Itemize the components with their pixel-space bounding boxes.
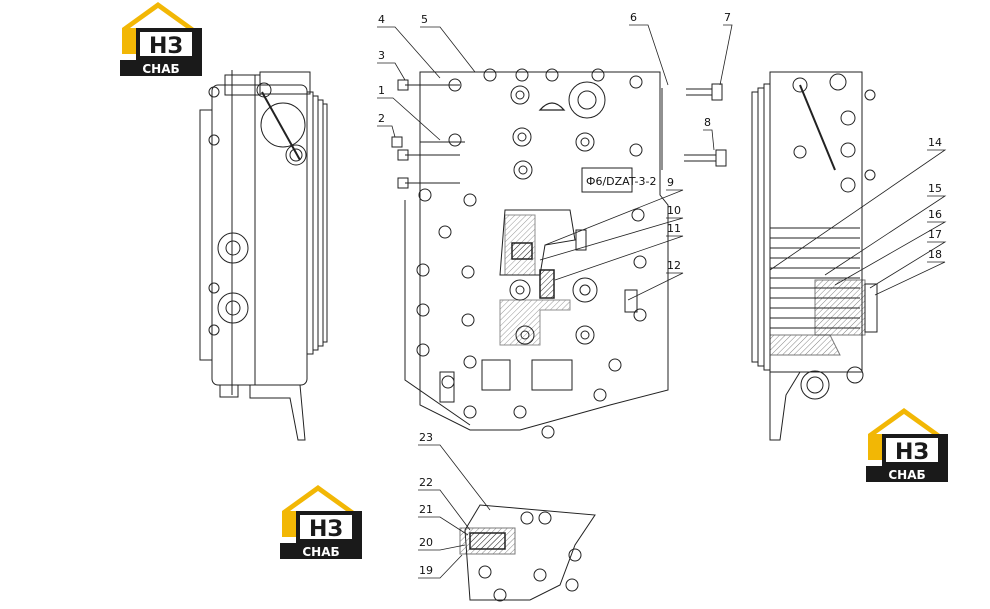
logo-initials: НЗ bbox=[895, 440, 929, 465]
bolt-8 bbox=[684, 149, 727, 167]
callout-10: 10 bbox=[667, 204, 681, 217]
right-side-view bbox=[751, 71, 878, 441]
callout-22: 22 bbox=[419, 476, 433, 489]
logo-word: СНАБ bbox=[888, 468, 925, 482]
left-side-view bbox=[199, 70, 328, 441]
callout-9: 9 bbox=[667, 176, 674, 189]
callout-17: 17 bbox=[928, 228, 942, 241]
callout-3: 3 bbox=[378, 49, 385, 62]
callout-numbers: 4 5 3 1 2 6 7 8 9 10 11 12 14 15 16 17 1… bbox=[378, 11, 942, 577]
callout-18: 18 bbox=[928, 248, 942, 261]
callout-11: 11 bbox=[667, 222, 681, 235]
brand-logo-right: НЗ СНАБ bbox=[866, 408, 948, 482]
callout-16: 16 bbox=[928, 208, 942, 221]
callout-5: 5 bbox=[421, 13, 428, 26]
bolt-7 bbox=[686, 83, 723, 101]
brand-logo-bottom-left: НЗ СНАБ bbox=[280, 485, 362, 559]
logo-word: СНАБ bbox=[142, 62, 179, 76]
center-front-view bbox=[391, 68, 669, 439]
callout-19: 19 bbox=[419, 564, 433, 577]
callout-8: 8 bbox=[704, 116, 711, 129]
callout-7: 7 bbox=[724, 11, 731, 24]
bolt-holes bbox=[416, 68, 647, 439]
callout-21: 21 bbox=[419, 503, 433, 516]
callout-1: 1 bbox=[378, 84, 385, 97]
bottom-detail-view bbox=[459, 504, 596, 602]
logo-initials: НЗ bbox=[309, 517, 343, 542]
callout-4: 4 bbox=[378, 13, 385, 26]
right-cooler-fins bbox=[751, 83, 771, 371]
brand-logo-top-left: НЗ СНАБ bbox=[120, 2, 202, 76]
callout-15: 15 bbox=[928, 182, 942, 195]
logo-word: СНАБ bbox=[302, 545, 339, 559]
callout-12: 12 bbox=[667, 259, 681, 272]
plate-marking: Ф6/DZAT-3-2 bbox=[586, 175, 657, 188]
callout-leaders bbox=[377, 24, 947, 579]
callout-20: 20 bbox=[419, 536, 433, 549]
logo-initials: НЗ bbox=[149, 34, 183, 59]
callout-14: 14 bbox=[928, 136, 942, 149]
callout-6: 6 bbox=[630, 11, 637, 24]
left-edge-bolts bbox=[391, 79, 465, 189]
callout-23: 23 bbox=[419, 431, 433, 444]
cooler-fins bbox=[306, 91, 328, 355]
callout-2: 2 bbox=[378, 112, 385, 125]
